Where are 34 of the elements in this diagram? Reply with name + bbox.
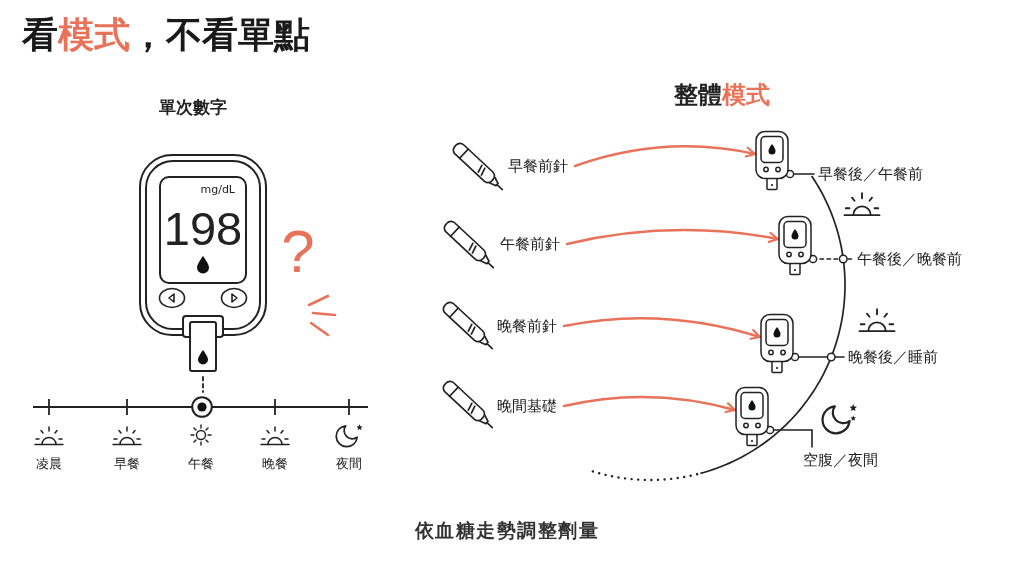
glucose-meter-icon bbox=[735, 386, 770, 447]
caption: 依血糖走勢調整劑量 bbox=[414, 519, 600, 543]
connector-line bbox=[202, 376, 204, 393]
panel-heading: 單次數字 bbox=[159, 97, 227, 119]
reading-value: 198 bbox=[163, 205, 243, 252]
time-label: 晚餐 bbox=[262, 456, 288, 473]
unit-label: mg/dL bbox=[200, 184, 235, 195]
dose-label: 晚餐前針 bbox=[497, 316, 557, 336]
arrow bbox=[562, 395, 737, 414]
glucose-meter-icon bbox=[760, 313, 795, 374]
connector-line bbox=[785, 169, 815, 179]
title: 看模式，不看單點 bbox=[22, 13, 310, 57]
time-label: 午餐 bbox=[188, 456, 214, 473]
time-label: 早餐 bbox=[114, 456, 140, 473]
time-label: 凌晨 bbox=[36, 456, 62, 473]
arrow bbox=[562, 316, 762, 340]
question-mark: ? bbox=[281, 222, 315, 282]
arrow bbox=[565, 228, 780, 246]
connector-line bbox=[808, 254, 854, 264]
reading-time-label: 晚餐後／睡前 bbox=[848, 347, 938, 367]
glucose-meter-icon bbox=[778, 215, 813, 276]
glucose-meter-icon bbox=[755, 130, 790, 191]
dose-label: 午餐前針 bbox=[500, 234, 560, 254]
reading-time-label: 午餐後／晚餐前 bbox=[857, 249, 962, 269]
time-label: 夜間 bbox=[336, 456, 362, 473]
connector-line bbox=[765, 425, 813, 448]
connector-line bbox=[790, 352, 845, 362]
panel-heading: 整體模式 bbox=[674, 80, 770, 110]
reading-time-label: 早餐後／午餐前 bbox=[818, 164, 923, 184]
dose-label: 早餐前針 bbox=[508, 156, 568, 176]
arrow bbox=[573, 145, 757, 168]
timeline-marker bbox=[191, 396, 213, 418]
dose-label: 晚間基礎 bbox=[497, 396, 557, 416]
reading-time-label: 空腹／夜間 bbox=[803, 450, 878, 470]
